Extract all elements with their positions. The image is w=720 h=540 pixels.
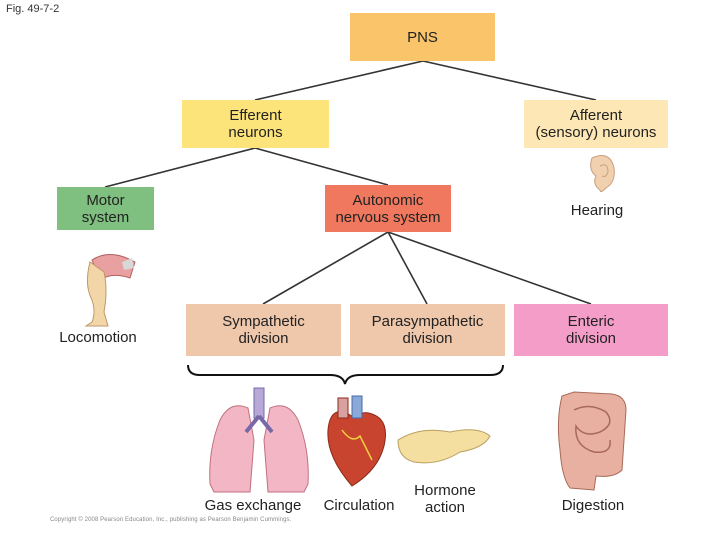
locomotion-label: Locomotion <box>59 329 137 346</box>
intestine-icon <box>557 391 627 491</box>
line-autonomic-parasympathetic <box>387 231 428 305</box>
line-autonomic-sympathetic <box>262 231 389 305</box>
hormone-action-label: Hormone action <box>414 482 476 516</box>
lungs-icon <box>209 387 309 493</box>
circulation-label: Circulation <box>323 497 395 514</box>
enteric-division-box: Enteric division <box>514 304 668 356</box>
line-pns-afferent <box>422 60 597 101</box>
sympathetic-division-box: Sympathetic division <box>186 304 341 356</box>
figure-label: Fig. 49-7-2 <box>6 3 60 15</box>
leg-icon <box>84 254 136 327</box>
ear-icon <box>590 155 615 193</box>
efferent-neurons-box: Efferent neurons <box>182 100 329 148</box>
line-pns-efferent <box>254 60 424 101</box>
copyright-text: Copyright © 2008 Pearson Education, Inc.… <box>50 517 292 523</box>
line-efferent-motor <box>104 147 256 188</box>
motor-system-box: Motor system <box>57 187 154 230</box>
connector-lines <box>104 60 597 305</box>
afferent-neurons-box: Afferent (sensory) neurons <box>524 100 668 148</box>
parasympathetic-division-box: Parasympathetic division <box>350 304 505 356</box>
autonomic-nervous-system-box: Autonomic nervous system <box>325 185 451 232</box>
gas-exchange-label: Gas exchange <box>204 497 302 514</box>
heart-icon <box>327 395 386 487</box>
digestion-label: Digestion <box>561 497 625 514</box>
pancreas-icon <box>397 429 491 464</box>
division-brace <box>187 364 504 385</box>
line-autonomic-enteric <box>387 231 592 305</box>
line-efferent-autonomic <box>254 147 389 186</box>
hearing-label: Hearing <box>570 202 624 219</box>
pns-box: PNS <box>350 13 495 61</box>
